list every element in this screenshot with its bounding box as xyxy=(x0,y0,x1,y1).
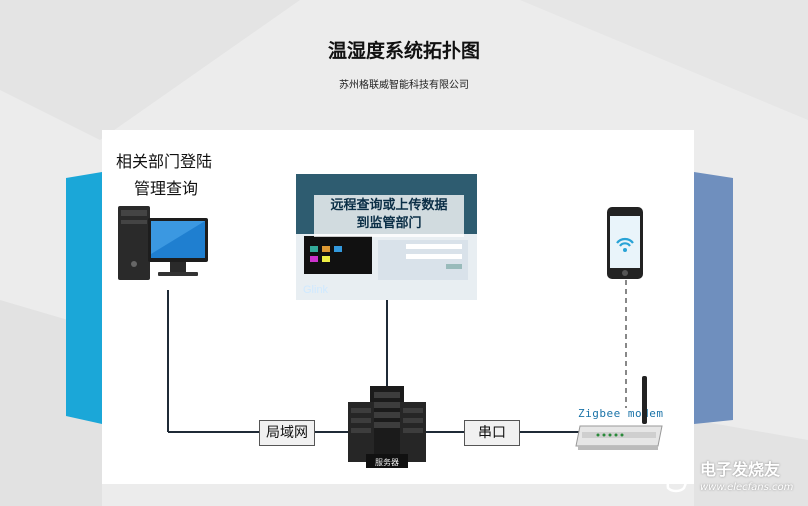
software-screenshot: 远程查询或上传数据 到监管部门 Glink xyxy=(296,174,477,300)
smartphone-icon xyxy=(607,207,643,279)
server-caption: 服务器 xyxy=(375,458,399,467)
serial-label: 串口 xyxy=(464,420,520,446)
zigbee-modem-icon xyxy=(575,376,663,450)
screenshot-headline: 远程查询或上传数据 到监管部门 xyxy=(314,195,464,237)
department-label-line1: 相关部门登陆 xyxy=(116,152,213,171)
right-accent-wing xyxy=(694,172,733,424)
watermark-url: www.elecfans.com xyxy=(700,482,794,493)
department-label: 相关部门登陆 管理查询 xyxy=(112,148,222,202)
zigbee-modem-label: Zigbee modem xyxy=(578,407,664,420)
server-icon xyxy=(348,386,426,468)
lan-label: 局域网 xyxy=(259,420,315,446)
company-subtitle: 苏州格联威智能科技有限公司 xyxy=(339,80,469,91)
left-accent-wing xyxy=(66,172,102,424)
screenshot-headline-line1: 远程查询或上传数据 xyxy=(330,198,448,213)
glink-logo: Glink xyxy=(303,284,329,296)
desktop-computer-icon xyxy=(118,206,208,280)
department-label-line2: 管理查询 xyxy=(134,179,199,198)
page-title: 温湿度系统拓扑图 xyxy=(327,40,480,62)
watermark-name: 电子发烧友 xyxy=(700,460,781,479)
screenshot-background xyxy=(296,174,477,300)
screenshot-headline-line2: 到监管部门 xyxy=(356,216,422,231)
elecfans-logo-icon xyxy=(666,456,688,493)
elecfans-watermark: 电子发烧友 www.elecfans.com xyxy=(664,452,804,500)
